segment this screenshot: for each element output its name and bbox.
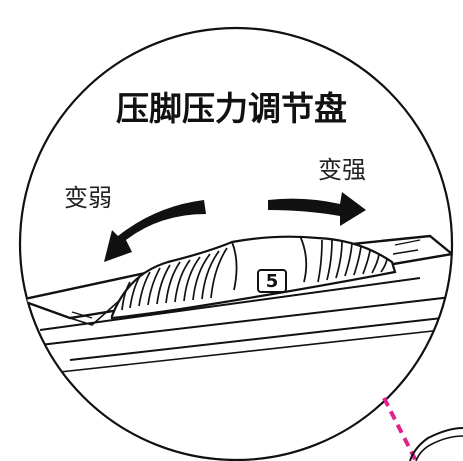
label-weaker: 变弱 [64,184,112,212]
leader-line [382,397,418,461]
adjustment-dial [110,235,397,320]
diagram-title: 压脚压力调节盘 [116,89,347,128]
arrow-left-icon [104,200,206,262]
machine-body [20,192,452,373]
dial-ridges [121,239,388,311]
label-stronger: 变强 [318,156,366,184]
arrow-right-icon [268,192,366,226]
partial-outline [409,427,463,461]
dial-number-window [257,269,287,293]
dial-number: 5 [265,271,279,292]
